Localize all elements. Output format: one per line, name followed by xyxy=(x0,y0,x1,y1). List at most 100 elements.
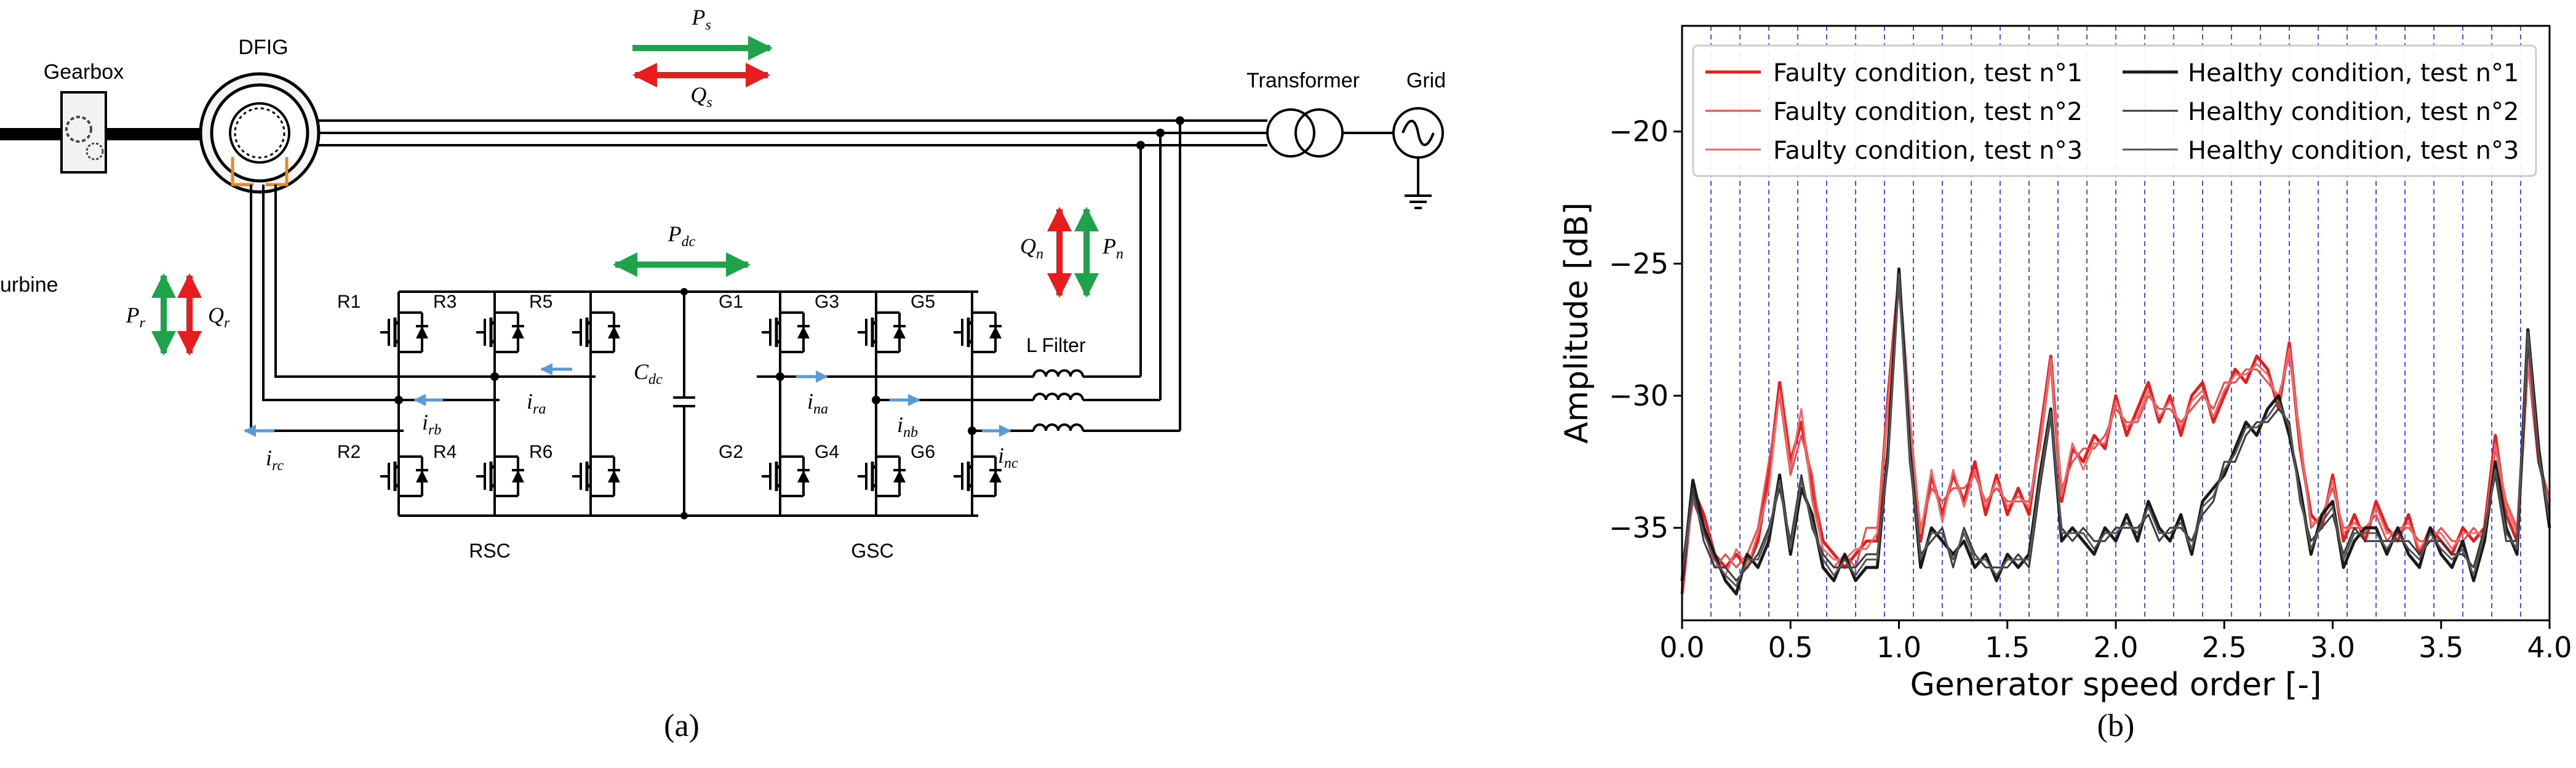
switch-r6 xyxy=(572,457,620,496)
ira-label: ira xyxy=(527,389,546,417)
gearbox-box xyxy=(60,91,107,174)
rotor-line-c xyxy=(250,185,404,432)
pdc-label: Pdc xyxy=(668,222,696,250)
switch-g1 xyxy=(762,313,810,352)
transformer-primary xyxy=(1266,108,1315,158)
r2-label: R2 xyxy=(337,442,361,462)
g2-label: G2 xyxy=(719,442,743,462)
rotor-winding-b xyxy=(266,157,289,186)
switch-r2 xyxy=(380,457,428,496)
x-tick-label: 2.5 xyxy=(2202,631,2247,664)
inc-label: inc xyxy=(998,443,1018,471)
caption-b: (b) xyxy=(2097,708,2135,743)
sine-icon xyxy=(1402,119,1435,146)
x-tick-label: 0.5 xyxy=(1768,631,1813,664)
legend-faulty-3: Faulty condition, test n°3 xyxy=(1773,137,2083,165)
x-tick-label: 4.0 xyxy=(2527,631,2572,664)
inb-label: inb xyxy=(897,412,918,441)
legend-healthy-1: Healthy condition, test n°1 xyxy=(2188,59,2519,87)
gearbox-label: Gearbox xyxy=(44,60,124,84)
g4-label: G4 xyxy=(815,442,839,462)
r1-label: R1 xyxy=(337,292,361,312)
x-tick-label: 3.5 xyxy=(2418,631,2463,664)
inductor-a xyxy=(1032,369,1084,377)
switch-r1 xyxy=(380,313,428,352)
inductor-b xyxy=(1032,393,1084,401)
switch-r4 xyxy=(476,457,524,496)
turbine-label: urbine xyxy=(0,273,58,297)
r3-label: R3 xyxy=(433,292,457,312)
switch-g6 xyxy=(954,457,1002,496)
qr-label: Qr xyxy=(208,303,230,331)
chart-series xyxy=(1680,267,2551,596)
gsc-label: GSC xyxy=(851,540,893,562)
x-tick-label: 2.0 xyxy=(2093,631,2138,664)
dfig-label: DFIG xyxy=(238,36,288,59)
y-tick-label: −35 xyxy=(1609,511,1669,545)
dfig-rotor xyxy=(229,102,290,164)
rotor-winding-a xyxy=(231,157,253,186)
legend-faulty-1: Faulty condition, test n°1 xyxy=(1773,59,2083,87)
dfig-shaft xyxy=(106,128,210,140)
series-line-1 xyxy=(1680,275,2551,594)
r5-label: R5 xyxy=(529,292,552,312)
irc-label: irc xyxy=(266,446,284,474)
transformer-label: Transformer xyxy=(1246,69,1360,92)
ina-label: ina xyxy=(807,389,828,417)
x-axis-label: Generator speed order [-] xyxy=(1910,666,2322,703)
series-line-4 xyxy=(1680,267,2551,596)
legend-healthy-3: Healthy condition, test n°3 xyxy=(2188,137,2519,165)
chart-panel: 0.0 0.5 1.0 1.5 2.0 2.5 3.0 3.5 4.0 −20 −25 −30 −35… xyxy=(1558,25,2572,743)
small-gear-icon xyxy=(86,142,104,161)
pr-label: Pr xyxy=(126,303,146,331)
dfig-rotor-core xyxy=(234,107,285,159)
inductor-c xyxy=(1032,423,1084,431)
series-line-5 xyxy=(1681,276,2551,582)
g1-label: G1 xyxy=(719,292,743,312)
switch-g2 xyxy=(762,457,810,496)
x-axis: 0.0 0.5 1.0 1.5 2.0 2.5 3.0 3.5 4.0 xyxy=(1659,620,2572,664)
g5-label: G5 xyxy=(911,292,935,312)
series-line-3 xyxy=(1681,278,2551,586)
gear-icon xyxy=(65,116,92,143)
y-tick-label: −25 xyxy=(1609,247,1669,280)
y-tick-label: −30 xyxy=(1609,379,1669,412)
r4-label: R4 xyxy=(433,442,457,462)
switch-r3 xyxy=(476,313,524,352)
caption-a: (a) xyxy=(664,708,700,743)
qn-label: Qn xyxy=(1020,234,1043,262)
pn-label: Pn xyxy=(1102,234,1123,262)
rotor-line-a xyxy=(274,185,596,378)
x-tick-label: 0.0 xyxy=(1659,631,1704,664)
legend-faulty-2: Faulty condition, test n°2 xyxy=(1773,98,2083,126)
circuit-panel: Gearbox DFIG Transformer Grid xyxy=(0,5,1446,743)
series-line-6 xyxy=(1681,273,2551,587)
ps-label: Ps xyxy=(691,5,711,33)
grid-label: Grid xyxy=(1406,69,1446,92)
switch-g5 xyxy=(954,313,1002,352)
x-tick-label: 3.0 xyxy=(2310,631,2355,664)
cap-node-top xyxy=(680,288,688,295)
g6-label: G6 xyxy=(911,442,935,462)
switch-r5 xyxy=(572,313,620,352)
g3-label: G3 xyxy=(815,292,839,312)
turbine-shaft xyxy=(0,128,62,140)
qs-label: Qs xyxy=(690,82,712,111)
r6-label: R6 xyxy=(529,442,552,462)
legend-box xyxy=(1692,44,2537,177)
cdc-label: Cdc xyxy=(634,359,663,388)
x-tick-label: 1.0 xyxy=(1876,631,1921,664)
y-axis: −20 −25 −30 −35 xyxy=(1609,115,1682,545)
irb-label: irb xyxy=(422,410,441,438)
cap-node-bottom xyxy=(680,512,688,519)
x-tick-label: 1.5 xyxy=(1985,631,2030,664)
y-tick-label: −20 xyxy=(1609,115,1669,148)
transformer-secondary xyxy=(1294,108,1344,158)
l-filter-label: L Filter xyxy=(1026,334,1086,356)
switch-g4 xyxy=(858,457,906,496)
chart-legend: Faulty condition, test n°1 Faulty condit… xyxy=(1692,44,2537,177)
legend-healthy-2: Healthy condition, test n°2 xyxy=(2188,98,2519,126)
switch-g3 xyxy=(858,313,906,352)
y-axis-label: Amplitude [dB] xyxy=(1558,202,1595,444)
